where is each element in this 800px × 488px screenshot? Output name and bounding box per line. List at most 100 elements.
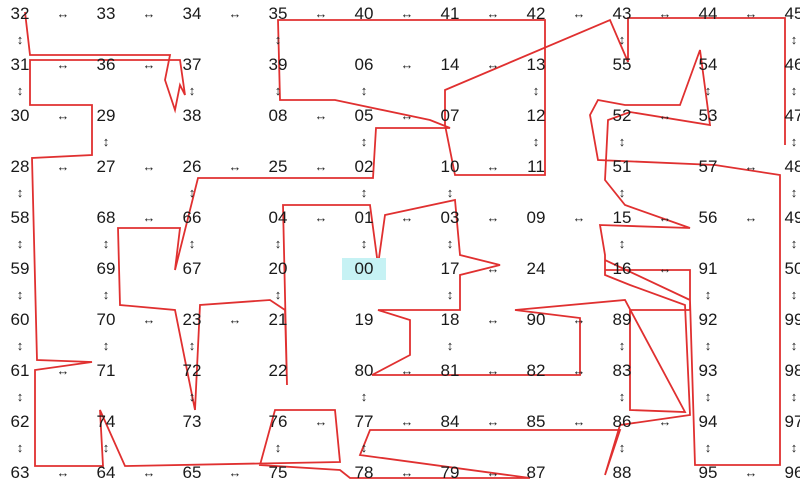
horizontal-link-arrow: ↔ xyxy=(56,108,70,123)
vertical-link-arrow: ↕ xyxy=(618,337,626,353)
vertical-link-arrow: ↕ xyxy=(102,439,110,455)
horizontal-link-arrow: ↔ xyxy=(572,6,586,21)
maze-cell: 80 xyxy=(354,361,374,380)
horizontal-link-arrow: ↔ xyxy=(142,465,156,480)
horizontal-link-arrow: ↔ xyxy=(142,57,156,72)
horizontal-link-arrow: ↔ xyxy=(228,312,242,327)
vertical-link-arrow: ↕ xyxy=(102,337,110,353)
vertical-link-arrow: ↕ xyxy=(618,388,626,404)
vertical-link-arrow: ↕ xyxy=(532,82,540,98)
maze-cell: 96 xyxy=(784,463,800,482)
horizontal-link-arrow: ↔ xyxy=(314,108,328,123)
vertical-link-arrow: ↕ xyxy=(704,82,712,98)
vertical-link-arrow: ↕ xyxy=(704,286,712,302)
maze-cell: 22 xyxy=(268,361,288,380)
horizontal-link-arrow: ↔ xyxy=(744,6,758,21)
maze-cell: 06 xyxy=(354,55,374,74)
horizontal-link-arrow: ↔ xyxy=(658,6,672,21)
maze-cell: 31 xyxy=(10,55,30,74)
vertical-link-arrow: ↕ xyxy=(790,337,798,353)
maze-cell: 28 xyxy=(10,157,30,176)
maze-cell: 57 xyxy=(698,157,718,176)
horizontal-link-arrow: ↔ xyxy=(658,414,672,429)
vertical-link-arrow: ↕ xyxy=(790,184,798,200)
vertical-link-arrow: ↕ xyxy=(618,235,626,251)
maze-cell: 09 xyxy=(526,208,546,227)
maze-cell: 58 xyxy=(10,208,30,227)
vertical-link-arrow: ↕ xyxy=(188,388,196,404)
horizontal-link-arrow: ↔ xyxy=(744,210,758,225)
vertical-link-arrow: ↕ xyxy=(790,82,798,98)
vertical-link-arrow: ↕ xyxy=(274,235,282,251)
horizontal-link-arrow: ↔ xyxy=(486,261,500,276)
horizontal-link-arrow: ↔ xyxy=(400,57,414,72)
maze-cell: 67 xyxy=(182,259,202,278)
vertical-link-arrow: ↕ xyxy=(188,184,196,200)
maze-cell: 36 xyxy=(96,55,116,74)
maze-cell: 74 xyxy=(96,412,116,431)
horizontal-link-arrow: ↔ xyxy=(486,363,500,378)
maze-cell: 17 xyxy=(440,259,460,278)
horizontal-link-arrow: ↔ xyxy=(314,210,328,225)
vertical-link-arrow: ↕ xyxy=(790,133,798,149)
vertical-link-arrow: ↕ xyxy=(360,184,368,200)
horizontal-link-arrow: ↔ xyxy=(400,108,414,123)
maze-cell: 87 xyxy=(526,463,546,482)
vertical-link-arrow: ↕ xyxy=(618,439,626,455)
maze-cell: 48 xyxy=(784,157,800,176)
maze-cell: 76 xyxy=(268,412,288,431)
horizontal-link-arrow: ↔ xyxy=(572,363,586,378)
maze-solution-path xyxy=(24,11,786,479)
vertical-link-arrow: ↕ xyxy=(274,82,282,98)
vertical-link-arrow: ↕ xyxy=(16,31,24,47)
maze-cell: 85 xyxy=(526,412,546,431)
maze-cell: 75 xyxy=(268,463,288,482)
horizontal-link-arrow: ↔ xyxy=(400,6,414,21)
horizontal-link-arrow: ↔ xyxy=(400,414,414,429)
maze-cell: 50 xyxy=(784,259,800,278)
vertical-link-arrow: ↕ xyxy=(446,235,454,251)
maze-cell: 38 xyxy=(182,106,202,125)
horizontal-link-arrow: ↔ xyxy=(314,6,328,21)
maze-cell: 52 xyxy=(612,106,632,125)
maze-cell: 46 xyxy=(784,55,800,74)
vertical-link-arrow: ↕ xyxy=(704,388,712,404)
vertical-link-arrow: ↕ xyxy=(360,388,368,404)
maze-cell: 93 xyxy=(698,361,718,380)
horizontal-link-arrow: ↔ xyxy=(572,414,586,429)
maze-cell: 41 xyxy=(440,4,460,23)
maze-cell: 23 xyxy=(182,310,202,329)
maze-cell: 53 xyxy=(698,106,718,125)
maze-cell: 73 xyxy=(182,412,202,431)
horizontal-link-arrow: ↔ xyxy=(228,159,242,174)
horizontal-link-arrow: ↔ xyxy=(486,414,500,429)
maze-cell: 15 xyxy=(612,208,632,227)
horizontal-link-arrow: ↔ xyxy=(56,465,70,480)
maze-cell: 26 xyxy=(182,157,202,176)
horizontal-link-arrow: ↔ xyxy=(142,6,156,21)
horizontal-link-arrow: ↔ xyxy=(486,57,500,72)
vertical-link-arrow: ↕ xyxy=(360,82,368,98)
maze-cell: 03 xyxy=(440,208,460,227)
maze-cell: 62 xyxy=(10,412,30,431)
vertical-link-arrow: ↕ xyxy=(16,388,24,404)
maze-cell: 63 xyxy=(10,463,30,482)
maze-cell: 49 xyxy=(784,208,800,227)
horizontal-link-arrow: ↔ xyxy=(744,465,758,480)
maze-cell: 89 xyxy=(612,310,632,329)
maze-cell: 78 xyxy=(354,463,374,482)
vertical-link-arrow: ↕ xyxy=(16,235,24,251)
maze-cell: 42 xyxy=(526,4,546,23)
vertical-link-arrow: ↕ xyxy=(188,82,196,98)
maze-cell: 84 xyxy=(440,412,460,431)
maze-cell: 20 xyxy=(268,259,288,278)
vertical-link-arrow: ↕ xyxy=(360,133,368,149)
maze-cell: 27 xyxy=(96,157,116,176)
vertical-link-arrow: ↕ xyxy=(618,184,626,200)
vertical-link-arrow: ↕ xyxy=(446,184,454,200)
horizontal-link-arrow: ↔ xyxy=(658,261,672,276)
maze-cell: 19 xyxy=(354,310,374,329)
horizontal-link-arrow: ↔ xyxy=(142,159,156,174)
maze-cell: 45 xyxy=(784,4,800,23)
